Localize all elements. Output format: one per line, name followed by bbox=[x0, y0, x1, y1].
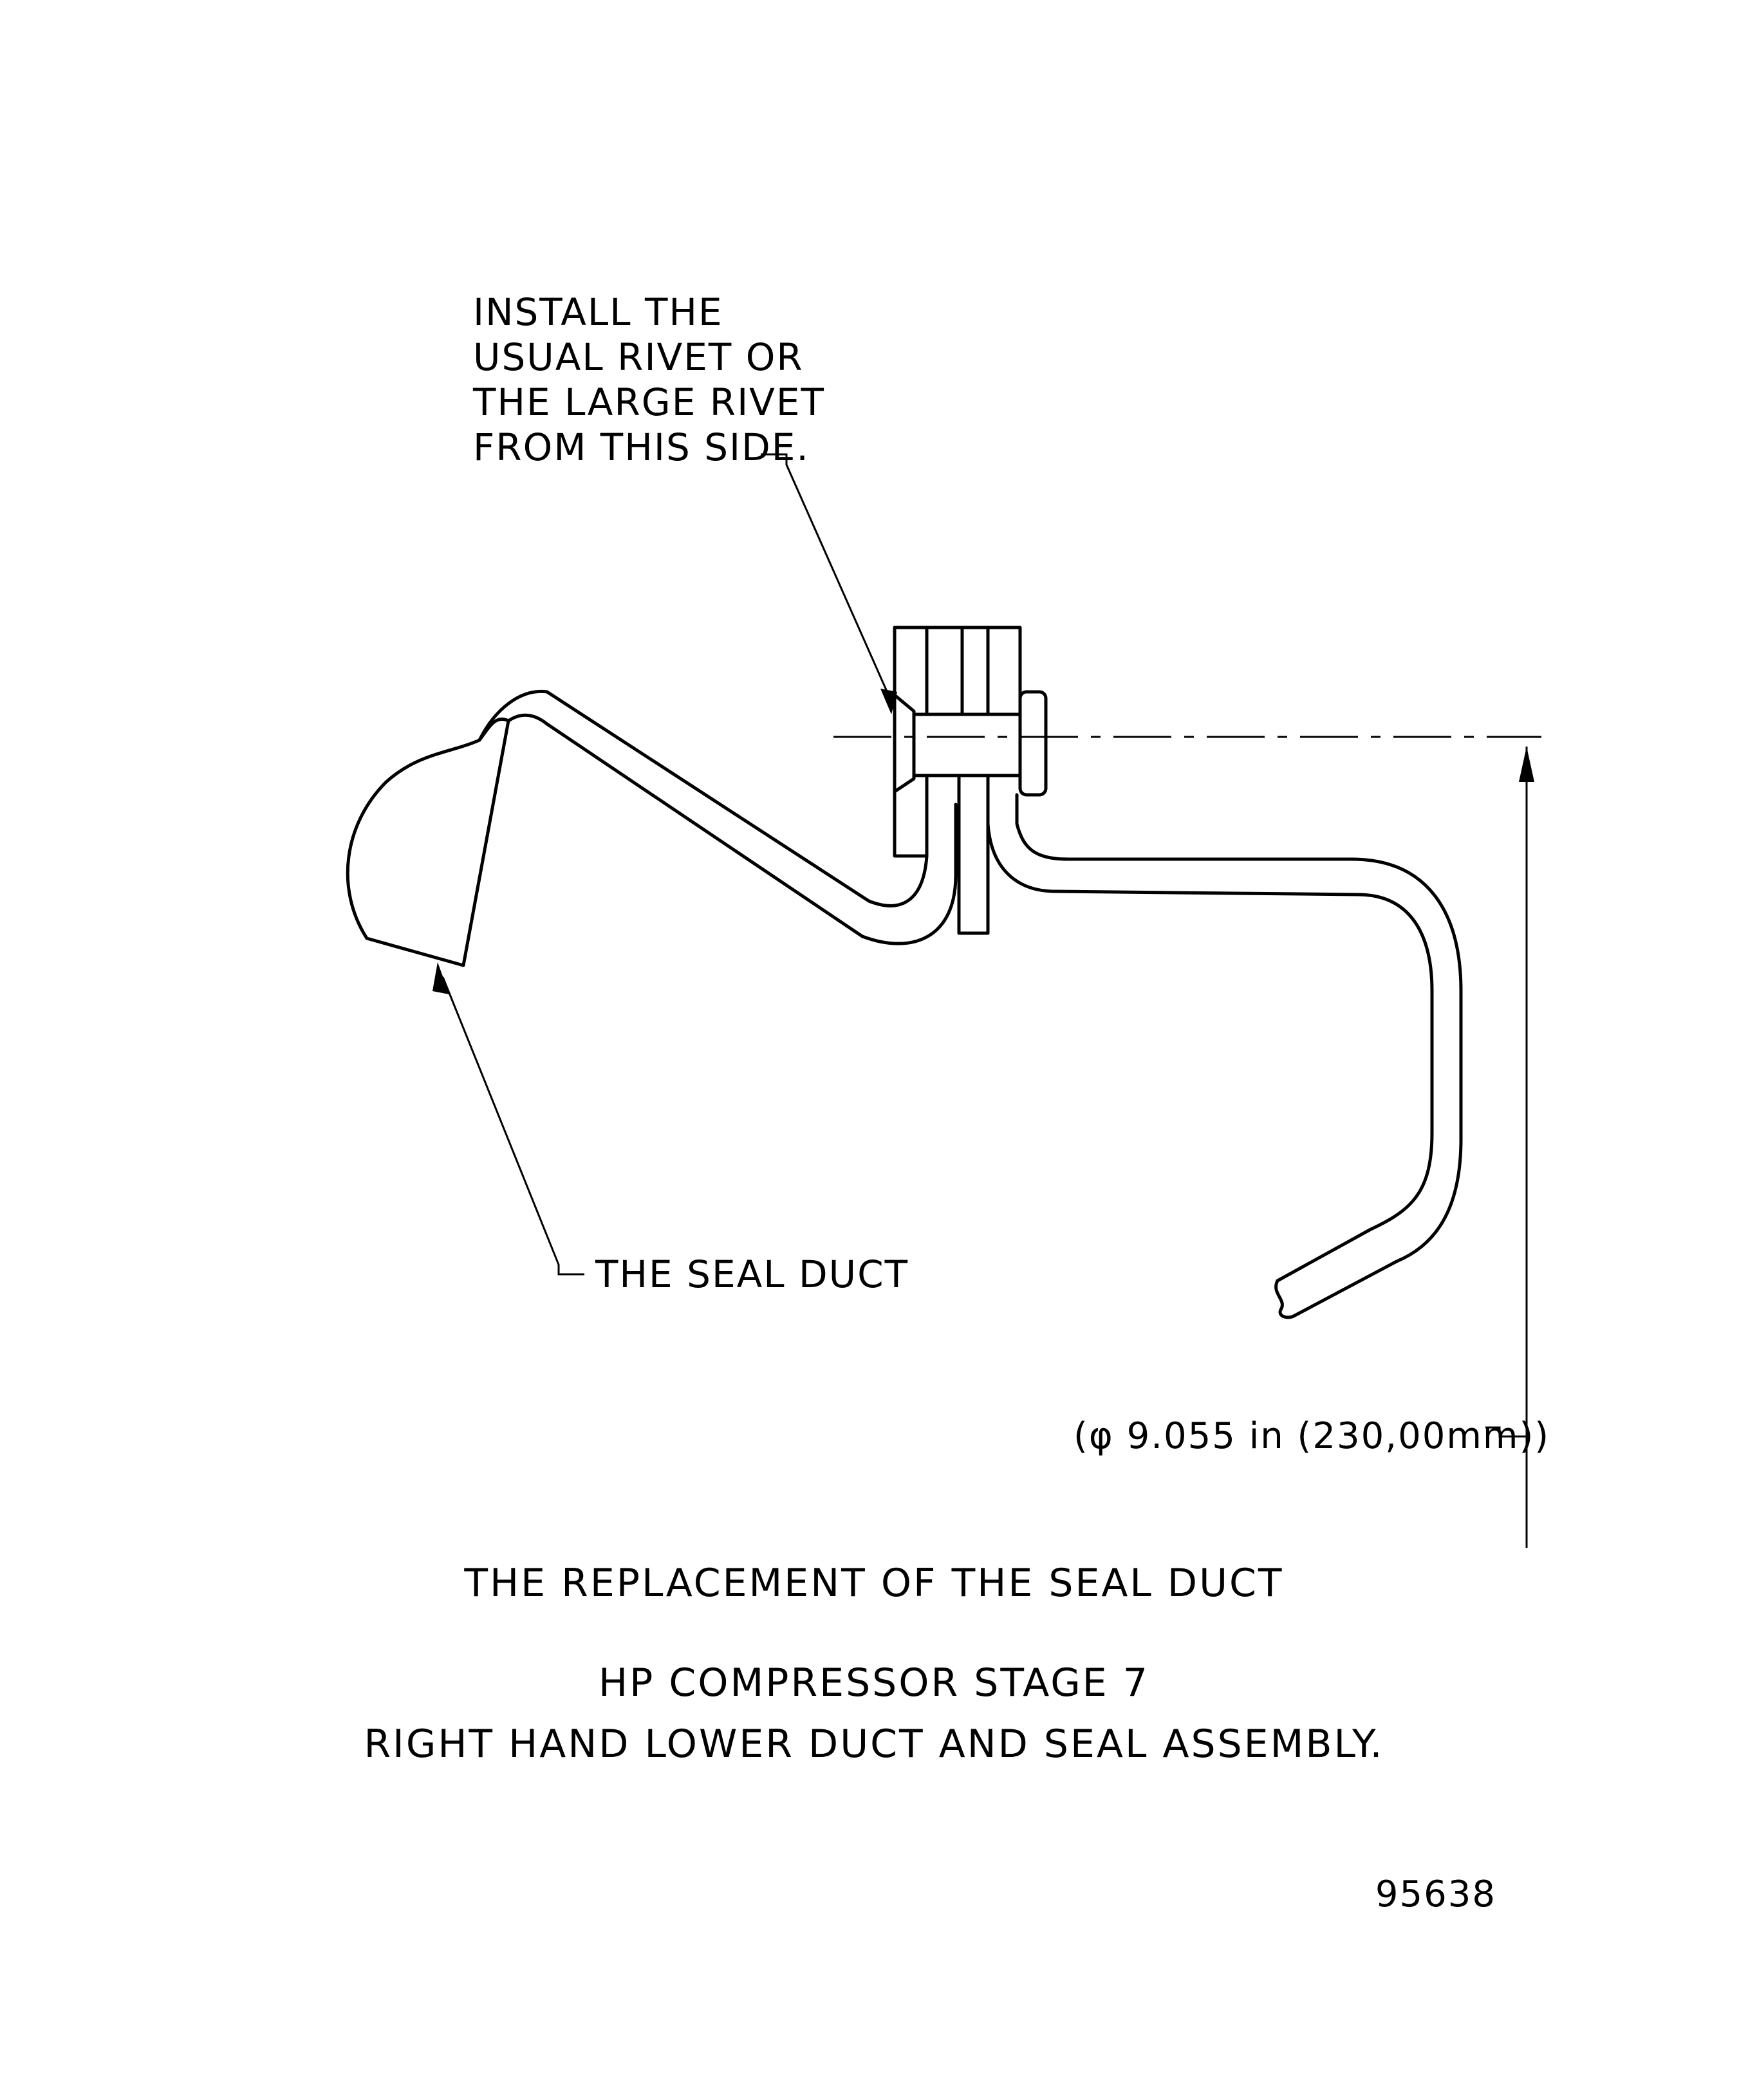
dimension-label-leader bbox=[1485, 1426, 1527, 1438]
rivet-note: INSTALL THE USUAL RIVET OR THE LARGE RIV… bbox=[472, 290, 825, 469]
figure-number: 95638 bbox=[1375, 1873, 1496, 1915]
rivet-note-line-2: USUAL RIVET OR bbox=[473, 335, 804, 379]
rivet-note-line-4: FROM THIS SIDE. bbox=[473, 425, 810, 469]
duct-break-line bbox=[1274, 1279, 1296, 1319]
rivet-note-leader bbox=[761, 453, 893, 702]
seal-duct-leader bbox=[442, 976, 584, 1276]
rivet-note-arrowhead bbox=[880, 689, 897, 714]
seal-duct-inner-wall bbox=[507, 713, 958, 945]
seal-duct-outer-wall bbox=[478, 689, 929, 907]
dimension-label: (φ 9.055 in (230,00mm)) bbox=[1074, 1415, 1550, 1457]
rivet-note-line-1: INSTALL THE bbox=[473, 290, 723, 334]
seal-element bbox=[346, 717, 510, 967]
figure-subtitle-line-1: HP COMPRESSOR STAGE 7 bbox=[599, 1660, 1149, 1705]
rivet-shank bbox=[912, 712, 1022, 777]
rivet-countersunk-head bbox=[893, 693, 916, 794]
rivet-note-line-3: THE LARGE RIVET bbox=[472, 380, 825, 424]
spacer-bar bbox=[957, 770, 990, 935]
lower-duct-outer-wall bbox=[986, 774, 1434, 1283]
seal-duct-label: THE SEAL DUCT bbox=[595, 1252, 909, 1296]
lower-duct-inner-wall bbox=[1015, 793, 1463, 1318]
figure-title: THE REPLACEMENT OF THE SEAL DUCT bbox=[463, 1561, 1283, 1606]
dimension-arrowhead bbox=[1519, 747, 1534, 782]
seal-duct-arrowhead bbox=[432, 962, 449, 994]
rivet-tail-head bbox=[1018, 690, 1048, 797]
figure-subtitle-line-2: RIGHT HAND LOWER DUCT AND SEAL ASSEMBLY. bbox=[364, 1722, 1384, 1767]
